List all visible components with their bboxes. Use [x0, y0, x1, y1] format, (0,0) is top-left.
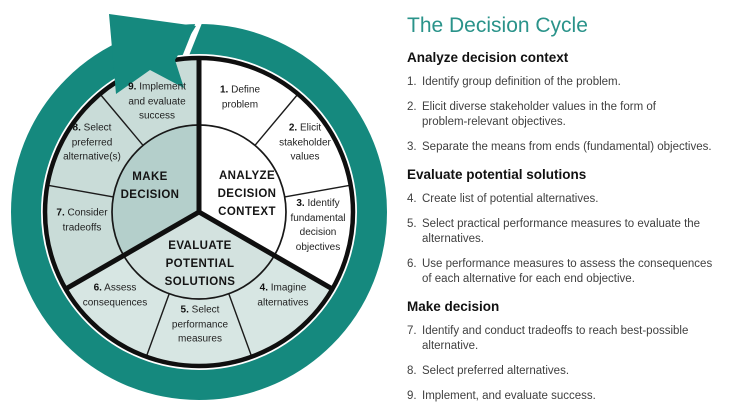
- list-item-5: 5. Select practical performance measures…: [407, 217, 723, 247]
- item-8-number: 8.: [407, 365, 417, 377]
- hub-evaluate: [123, 212, 275, 299]
- hub-label-analyze: ANALYZE DECISION CONTEXT: [217, 170, 277, 218]
- item-8-text: Select preferred alternatives.: [422, 365, 570, 377]
- item-2-number: 2.: [407, 101, 417, 113]
- item-7-number: 7.: [407, 325, 417, 337]
- item-4-number: 4.: [407, 193, 417, 205]
- item-3-number: 3.: [407, 141, 417, 153]
- segment-9-text: Implement and evaluate success: [128, 81, 186, 122]
- segment-9-number: 9.: [128, 81, 137, 93]
- list-item-3: 3. Separate the means from ends (fundame…: [407, 140, 723, 155]
- ring-gap: [179, 3, 209, 67]
- segment-3-number: 3.: [296, 198, 305, 209]
- segment-3-text: Identify fundamental decision objectives: [290, 198, 346, 253]
- section-heading-analyze: Analyze decision context: [407, 50, 569, 65]
- segment-7-number: 7.: [56, 207, 65, 219]
- item-6-text: Use performance measures to assess the c…: [422, 258, 713, 285]
- cycle-ring: [11, 24, 387, 400]
- segment-6-number: 6.: [93, 282, 102, 294]
- segment-8-number: 8.: [72, 122, 81, 134]
- hub-label-make: MAKE DECISION: [120, 171, 180, 201]
- cycle-arrowhead-icon: [109, 14, 196, 94]
- segment-label-4: 4. Imagine alternatives: [241, 282, 325, 311]
- list-item-6: 6. Use performance measures to assess th…: [407, 257, 723, 287]
- segment-label-8: 8. Select preferred alternative(s): [46, 121, 138, 165]
- segment-1-number: 1.: [219, 84, 229, 96]
- hub-label-evaluate: EVALUATE POTENTIAL SOLUTIONS: [164, 240, 236, 288]
- list-item-7: 7. Identify and conduct tradeoffs to rea…: [407, 324, 723, 354]
- segment-label-6: 6. Assess consequences: [66, 282, 164, 311]
- list-item-4: 4. Create list of potential alternatives…: [407, 192, 723, 207]
- wheel-outline: [42, 55, 356, 369]
- segment-4-text: Imagine alternatives: [257, 282, 309, 309]
- section-heading-evaluate: Evaluate potential solutions: [407, 167, 587, 182]
- segment-label-2: 2. Elicit stakeholder values: [263, 121, 347, 165]
- item-5-text: Select practical performance measures to…: [422, 218, 701, 245]
- item-7-text: Identify and conduct tradeoffs to reach …: [422, 325, 689, 352]
- item-9-number: 9.: [407, 390, 417, 402]
- sector-dividers: [64, 58, 334, 292]
- segment-label-7: 7. Consider tradeoffs: [46, 207, 118, 236]
- item-6-number: 6.: [407, 258, 417, 270]
- item-3-text: Separate the means from ends (fundamenta…: [422, 141, 712, 153]
- segment-2-number: 2.: [288, 122, 298, 134]
- segment-8-text: Select preferred alternative(s): [63, 122, 121, 163]
- item-9-text: Implement, and evaluate success.: [422, 390, 596, 402]
- item-2-text: Elicit diverse stakeholder values in the…: [422, 101, 656, 128]
- segment-2-text: Elicit stakeholder values: [279, 122, 331, 163]
- segment-4-number: 4.: [259, 282, 268, 294]
- list-item-9: 9. Implement, and evaluate success.: [407, 389, 723, 404]
- list-item-1: 1. Identify group definition of the prob…: [407, 75, 723, 90]
- list-item-8: 8. Select preferred alternatives.: [407, 364, 723, 379]
- segment-1-text: Define problem: [221, 84, 261, 111]
- explanation-panel: The Decision Cycle Analyze decision cont…: [407, 14, 723, 411]
- segment-label-9: 9. Implement and evaluate success: [111, 80, 203, 124]
- page-title: The Decision Cycle: [407, 14, 588, 37]
- list-item-2: 2. Elicit diverse stakeholder values in …: [407, 100, 723, 130]
- item-1-text: Identify group definition of the problem…: [422, 76, 621, 88]
- item-4-text: Create list of potential alternatives.: [422, 193, 599, 205]
- segment-5-text: Select performance measures: [171, 304, 229, 345]
- item-5-number: 5.: [407, 218, 417, 230]
- item-1-number: 1.: [407, 76, 417, 88]
- segment-label-3: 3. Identify fundamental decision objecti…: [274, 197, 362, 255]
- segment-label-1: 1. Define problem: [200, 84, 280, 113]
- segment-5-number: 5.: [180, 304, 189, 316]
- segment-6-text: Assess consequences: [82, 282, 148, 309]
- segment-label-5: 5. Select performance measures: [154, 303, 246, 347]
- segment-dividers: [47, 93, 351, 357]
- segment-7-text: Consider tradeoffs: [62, 207, 108, 234]
- decision-wheel-graphic: [11, 3, 387, 400]
- section-heading-make: Make decision: [407, 299, 500, 314]
